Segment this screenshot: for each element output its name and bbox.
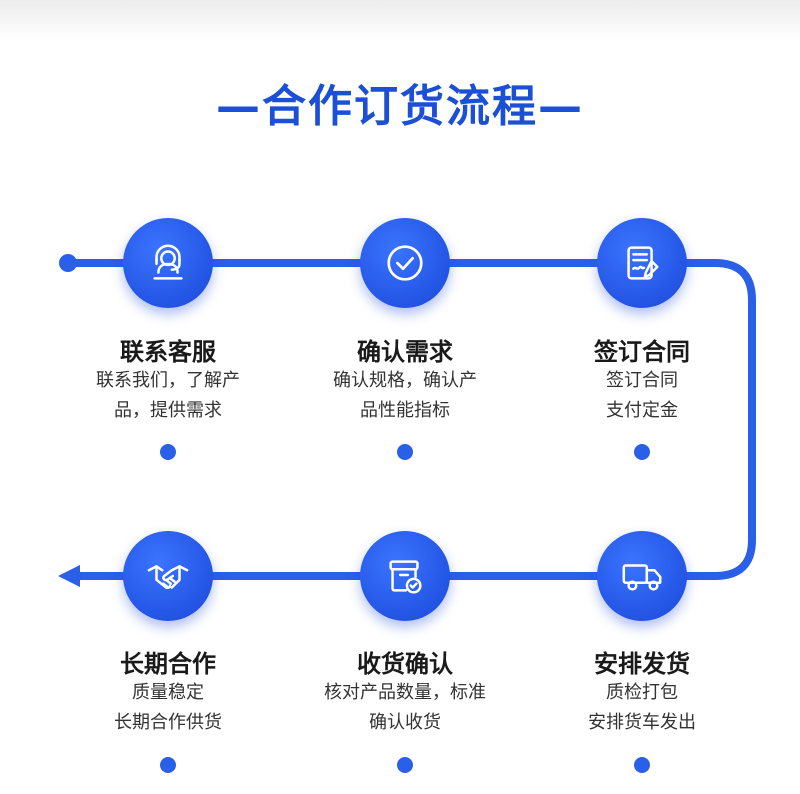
step-title: 联系客服 — [120, 338, 216, 366]
step-desc: 品性能指标 — [360, 400, 450, 421]
package-check-icon — [360, 531, 450, 621]
step-title: 签订合同 — [594, 338, 690, 366]
checkmark-icon — [360, 218, 450, 308]
top-shadow — [0, 0, 800, 40]
step-dot — [397, 444, 413, 460]
step-title: 安排发货 — [594, 650, 690, 678]
contract-sign-icon — [597, 218, 687, 308]
step-dot — [634, 444, 650, 460]
step-desc: 联系我们，了解产 — [96, 370, 240, 391]
step-desc: 核对产品数量，标准 — [324, 682, 486, 703]
step-desc: 品，提供需求 — [114, 400, 222, 421]
step-desc: 质量稳定 — [132, 682, 204, 703]
page-title: —合作订货流程— — [216, 81, 584, 132]
step-desc: 签订合同 — [606, 370, 678, 391]
step-title: 长期合作 — [120, 650, 216, 678]
step-title: 收货确认 — [357, 650, 453, 678]
handshake-icon — [123, 531, 213, 621]
step-dot — [634, 757, 650, 773]
start-dot — [59, 254, 77, 272]
customer-service-icon — [123, 218, 213, 308]
step-desc: 确认规格，确认产 — [333, 370, 477, 391]
step-dot — [397, 757, 413, 773]
step-title: 确认需求 — [357, 338, 453, 366]
step-desc: 质检打包 — [606, 682, 678, 703]
step-desc: 确认收货 — [369, 712, 441, 733]
step-desc: 支付定金 — [606, 400, 678, 421]
step-desc: 长期合作供货 — [114, 712, 222, 733]
end-arrow-icon — [58, 565, 80, 587]
truck-icon — [597, 531, 687, 621]
step-desc: 安排货车发出 — [588, 712, 696, 733]
step-dot — [160, 444, 176, 460]
step-dot — [160, 757, 176, 773]
